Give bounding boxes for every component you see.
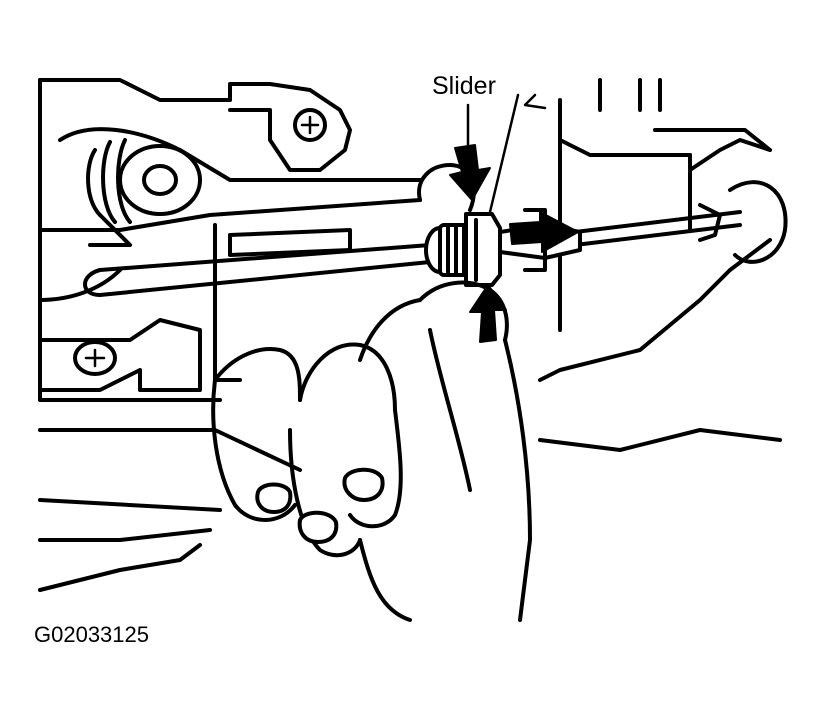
callout-leader xyxy=(466,93,547,214)
bolt-lower xyxy=(73,340,117,376)
pulley-roller xyxy=(86,138,202,247)
arrow-up-icon xyxy=(469,284,507,343)
right-housing xyxy=(538,78,788,452)
hand xyxy=(211,163,532,622)
slider-label: Slider xyxy=(432,72,496,100)
bolt-upper xyxy=(293,108,327,142)
arrow-down-icon xyxy=(449,144,491,201)
figure-id: G02033125 xyxy=(34,622,149,647)
cable xyxy=(83,203,742,297)
arrow-right-icon xyxy=(509,211,579,253)
bracket-housing xyxy=(38,78,422,592)
